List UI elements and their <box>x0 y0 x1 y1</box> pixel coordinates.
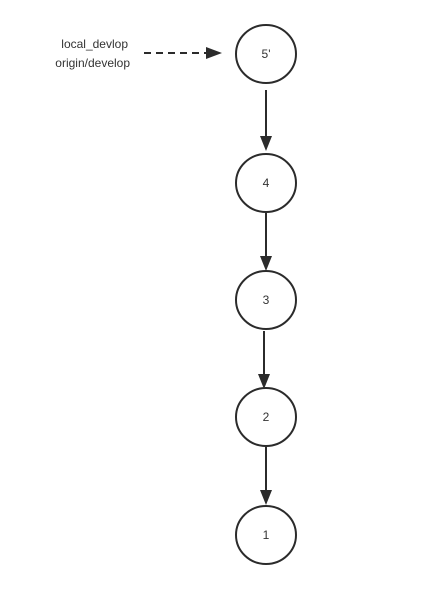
commit-label: 3 <box>263 293 270 307</box>
commit-label: 5' <box>262 47 271 61</box>
commit-node-4[interactable]: 4 <box>235 153 297 213</box>
edge-4-to-3 <box>260 213 272 271</box>
edge-arrowhead <box>258 374 270 389</box>
branch-label-origin-develop: origin/develop <box>55 56 130 70</box>
branch-pointer-arrowhead <box>206 47 222 59</box>
branch-label-local-devlop: local_devlop <box>61 37 128 51</box>
commit-node-5prime[interactable]: 5' <box>235 24 297 84</box>
commit-label: 2 <box>263 410 270 424</box>
commit-label: 1 <box>263 528 270 542</box>
commit-circle <box>235 270 297 330</box>
commit-label: 4 <box>263 176 270 190</box>
edge-5-to-4 <box>260 90 272 151</box>
commit-node-3[interactable]: 3 <box>235 270 297 330</box>
commit-circle <box>235 387 297 447</box>
edge-arrowhead <box>260 490 272 505</box>
commit-circle <box>235 505 297 565</box>
commit-node-1[interactable]: 1 <box>235 505 297 565</box>
edge-3-to-2 <box>258 331 270 389</box>
commit-circle <box>235 153 297 213</box>
edge-2-to-1 <box>260 447 272 505</box>
commit-circle <box>235 24 297 84</box>
edge-arrowhead <box>260 136 272 151</box>
edge-arrowhead <box>260 256 272 271</box>
commit-node-2[interactable]: 2 <box>235 387 297 447</box>
